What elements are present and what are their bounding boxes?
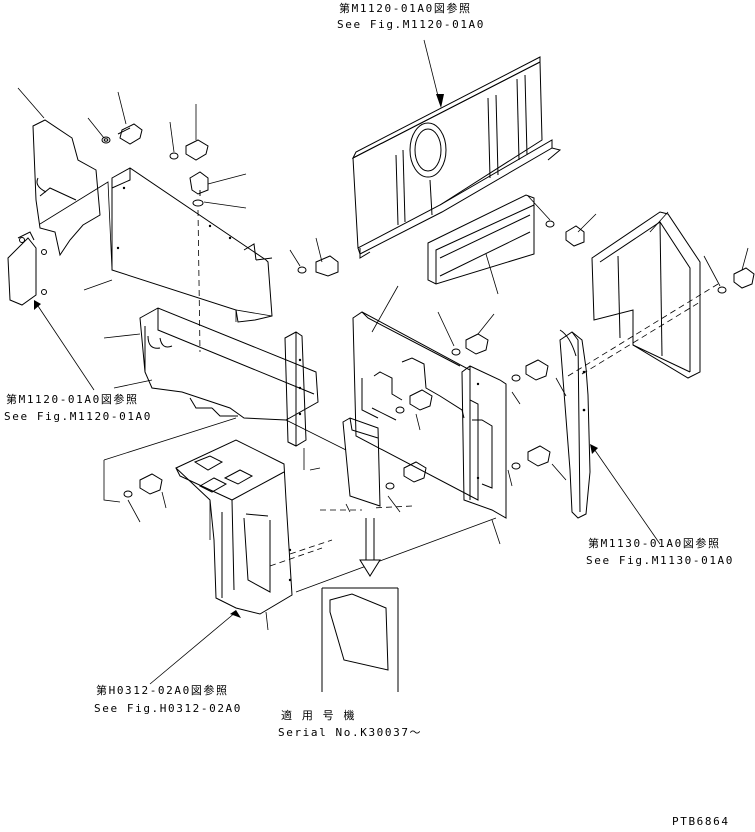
bolt-washer-7 xyxy=(451,333,489,356)
bolt-washer-4 xyxy=(297,255,339,277)
ref-arrow-left-plate xyxy=(34,300,95,391)
serial-arrow xyxy=(359,518,381,577)
top-cover-bracket xyxy=(427,194,535,285)
lower-support-bracket xyxy=(175,439,293,615)
bolt-washer-3 xyxy=(189,171,209,207)
ref-arrow-m1130 xyxy=(590,444,661,545)
center-trough-bracket xyxy=(139,307,319,421)
vertical-channel-bracket xyxy=(284,331,307,447)
serial-label-jp: 適 用 号 機 xyxy=(281,709,357,722)
bolt-washer-2 xyxy=(169,139,209,161)
left-bracket-plate xyxy=(32,119,101,257)
ref-label-h0312-jp: 第H0312-02A0図参照 xyxy=(96,684,229,697)
bolt-washer-6 xyxy=(717,267,755,294)
leader-lines xyxy=(17,87,749,545)
bolt-washer-5 xyxy=(545,220,585,247)
dashed-alignment-lines xyxy=(197,209,719,567)
bolt-washer-9 xyxy=(395,389,433,414)
assembly-outline-lines xyxy=(39,181,497,631)
bolts xyxy=(101,123,755,498)
ref-label-m1120-left-jp: 第M1120-01A0図参照 xyxy=(6,393,139,406)
bolt-washer-10 xyxy=(511,445,551,470)
ref-label-m1120-top-jp: 第M1120-01A0図参照 xyxy=(339,2,472,15)
ref-label-m1130-jp: 第M1130-01A0図参照 xyxy=(588,537,721,550)
ref-label-h0312-en: See Fig.H0312-02A0 xyxy=(94,702,243,715)
vertical-rod-bracket xyxy=(559,329,591,519)
ref-label-m1130-en: See Fig.M1130-01A0 xyxy=(586,554,735,567)
top-cover-panel xyxy=(351,56,562,259)
serial-inset-box xyxy=(321,587,399,692)
left-side-plate xyxy=(7,231,47,306)
right-tall-plate xyxy=(461,365,507,519)
bolt-washer-1 xyxy=(101,123,143,145)
bolt-washer-12 xyxy=(123,473,163,498)
center-main-panel xyxy=(352,311,479,501)
bolt-washer-8 xyxy=(511,359,549,382)
ref-label-m1120-top-en: See Fig.M1120-01A0 xyxy=(337,18,486,31)
ref-arrow-top-cover xyxy=(423,39,444,108)
right-side-cover xyxy=(591,211,701,379)
ref-arrow-h0312 xyxy=(149,610,241,685)
center-left-panel xyxy=(111,167,273,323)
serial-label-en: Serial No.K30037～ xyxy=(278,726,423,739)
drawing-code: PTB6864 xyxy=(672,815,730,828)
ref-label-m1120-left-en: See Fig.M1120-01A0 xyxy=(4,410,153,423)
bolt-washer-11 xyxy=(385,461,427,490)
small-cover-plate xyxy=(342,417,381,507)
